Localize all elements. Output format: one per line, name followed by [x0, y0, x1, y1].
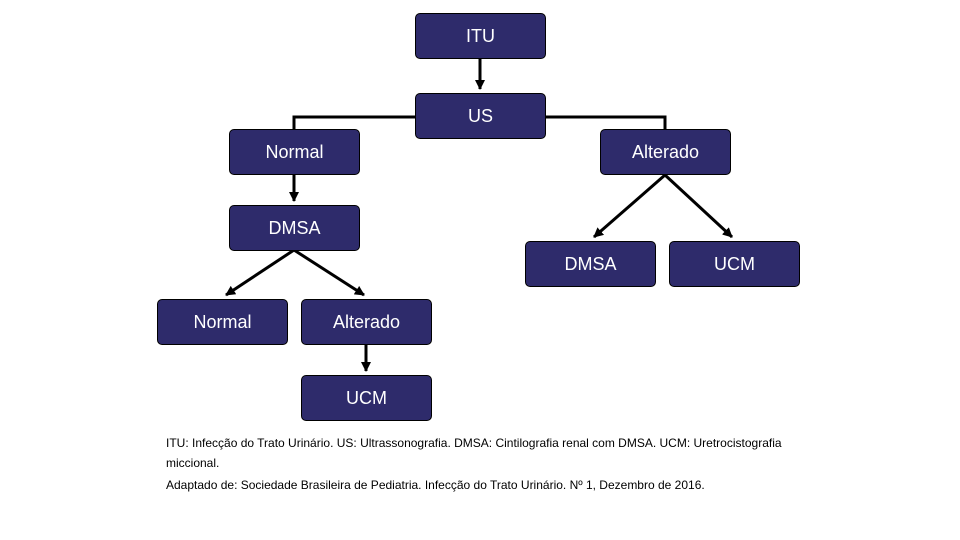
node-alterado-dmsa: DMSA: [525, 241, 656, 287]
connector-us-normal: [292, 115, 415, 129]
arrow-dmsa-alterado: [293, 248, 365, 297]
node-alterado-ucm: UCM: [669, 241, 800, 287]
node-normal: Normal: [229, 129, 360, 175]
node-dmsa-alterado-ucm-label: UCM: [346, 387, 387, 408]
node-dmsa-alterado-ucm: UCM: [301, 375, 432, 421]
node-us: US: [415, 93, 546, 139]
node-normal-dmsa-label: DMSA: [268, 217, 321, 238]
node-alterado-dmsa-label: DMSA: [564, 253, 617, 274]
source-note: Adaptado de: Sociedade Brasileira de Ped…: [166, 478, 705, 492]
node-alterado-label: Alterado: [631, 141, 700, 162]
node-normal-dmsa: DMSA: [229, 205, 360, 251]
abbreviations-note: ITU: Infecção do Trato Urinário. US: Ult…: [166, 436, 782, 470]
node-itu: ITU: [415, 13, 546, 59]
arrow-alterado-ucm-right: [663, 173, 734, 239]
node-dmsa-alterado-label: Alterado: [332, 311, 401, 332]
node-itu-label: ITU: [466, 25, 495, 46]
node-us-label: US: [467, 105, 493, 126]
connector-us-alterado: [545, 115, 667, 129]
arrow-dmsa-normal: [225, 248, 295, 297]
node-dmsa-normal: Normal: [157, 299, 288, 345]
node-alterado: Alterado: [600, 129, 731, 175]
node-normal-label: Normal: [265, 141, 324, 162]
arrow-alterado-dmsa-right: [593, 173, 666, 239]
node-dmsa-alterado: Alterado: [301, 299, 432, 345]
node-dmsa-normal-label: Normal: [193, 311, 252, 332]
node-alterado-ucm-label: UCM: [714, 253, 755, 274]
